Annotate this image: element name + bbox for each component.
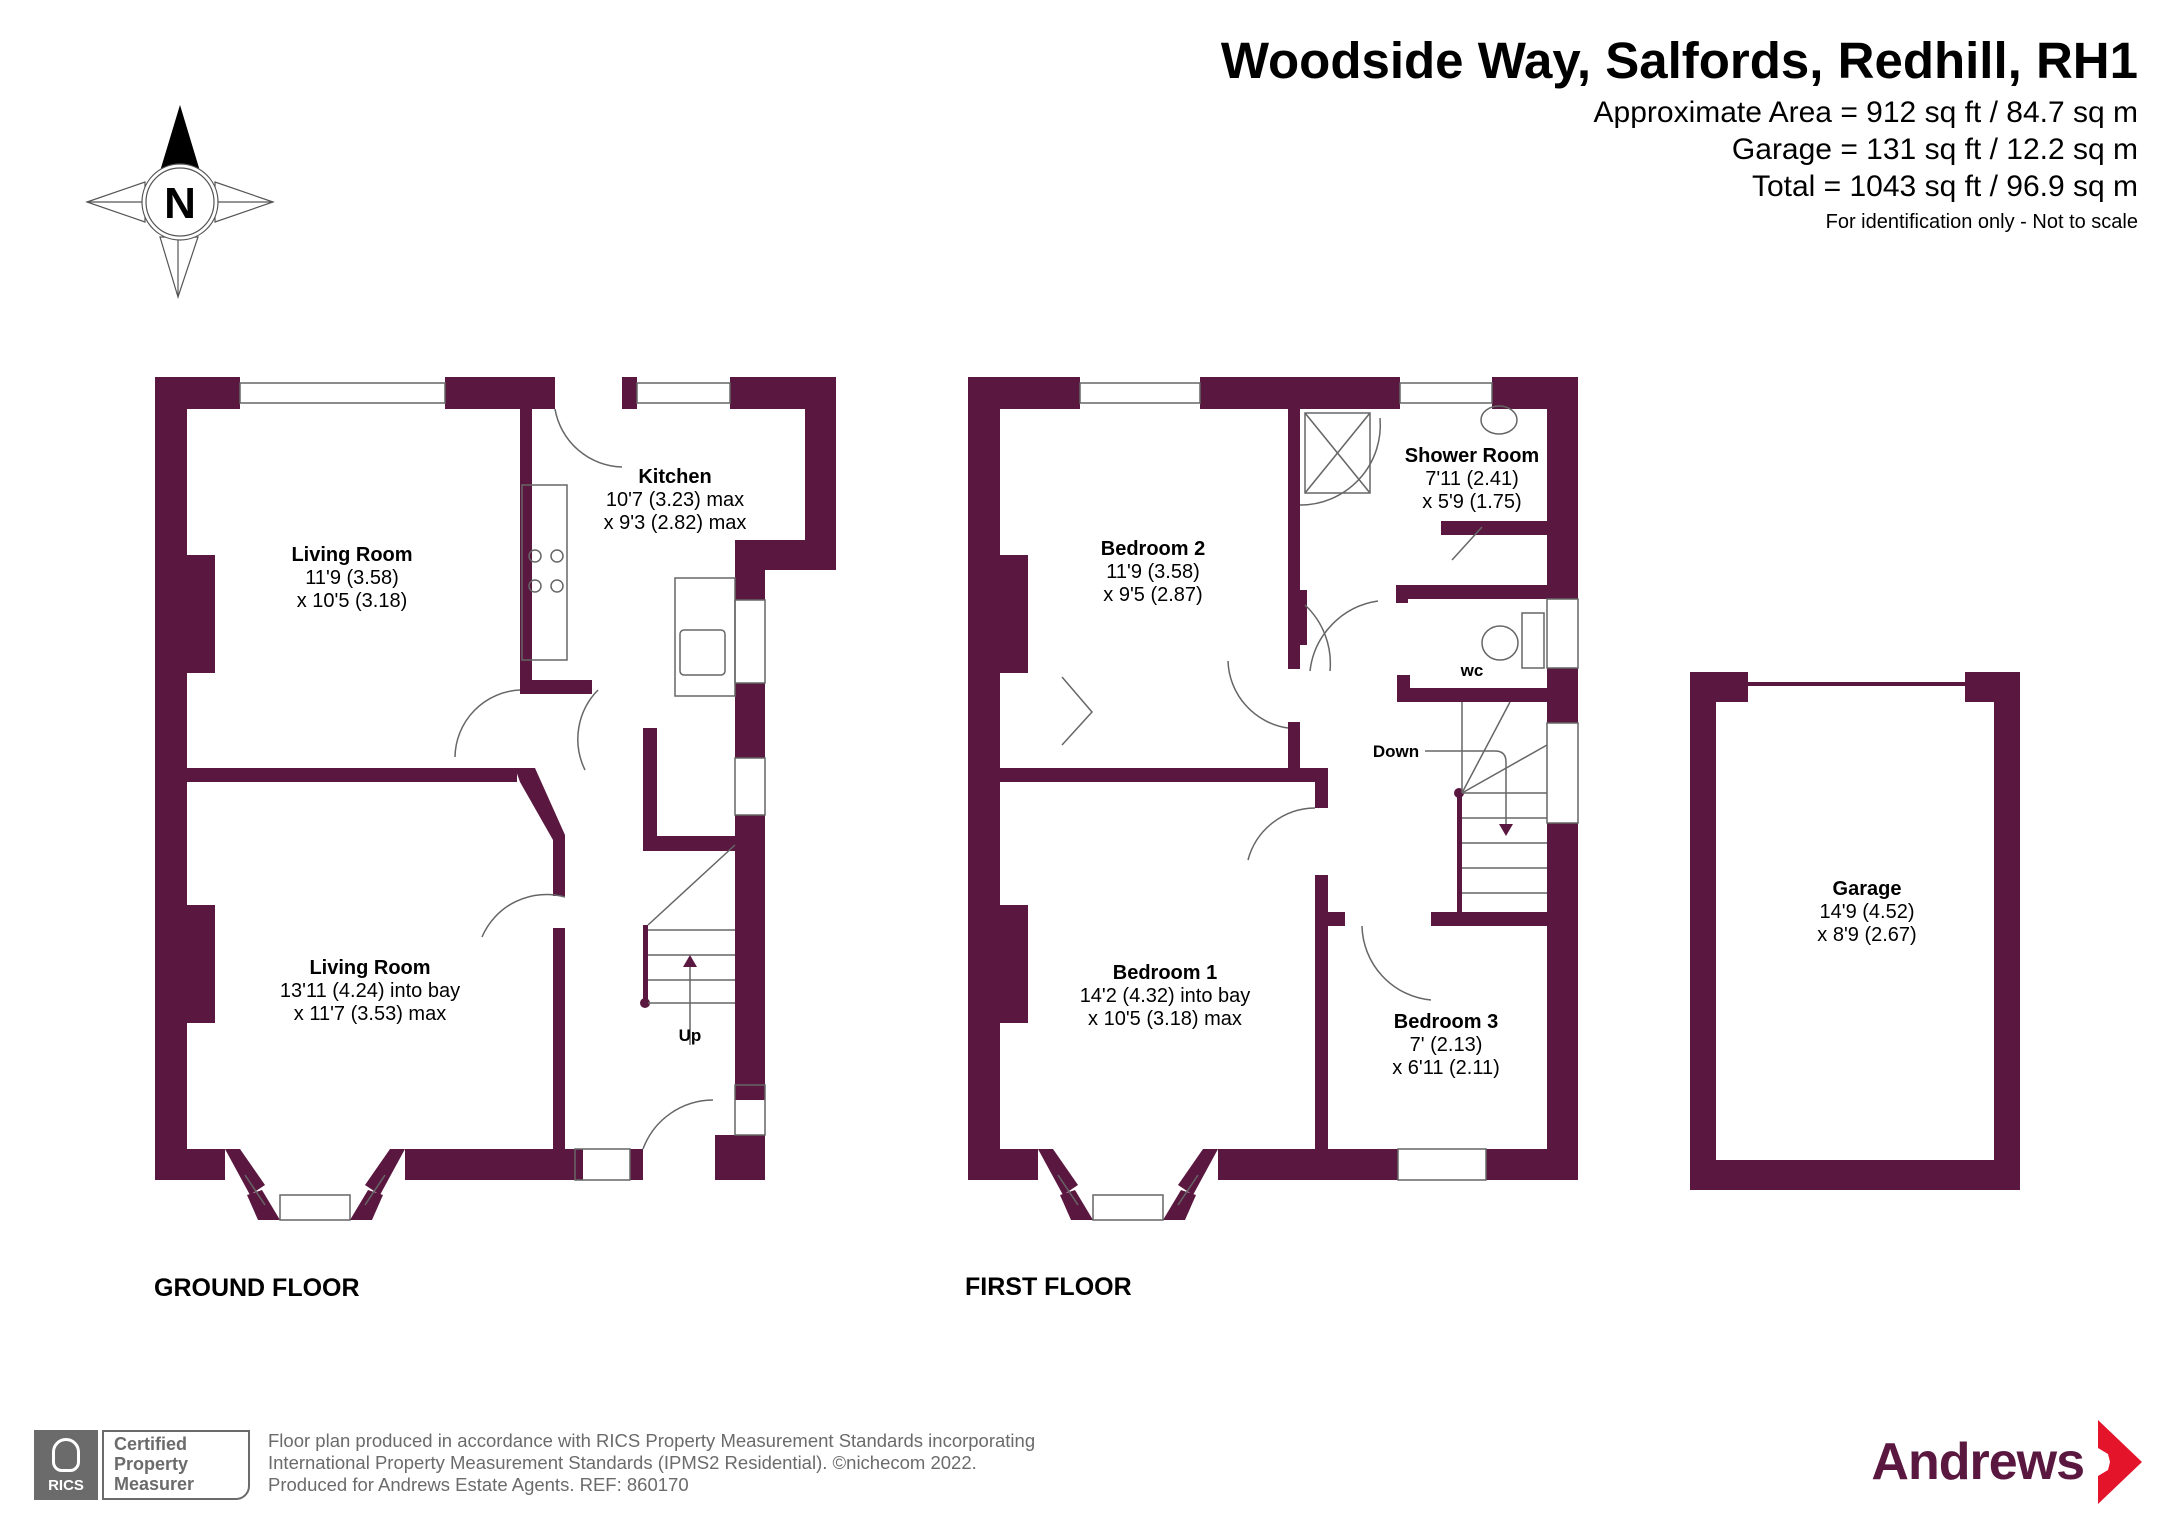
rics-lion-icon <box>52 1438 80 1472</box>
approximate-area: Approximate Area = 912 sq ft / 84.7 sq m <box>1593 96 2138 129</box>
rics-certified-badge: RICS Certified Property Measurer <box>34 1430 252 1500</box>
property-address-title: Woodside Way, Salfords, Redhill, RH1 <box>1220 32 2138 89</box>
header: Woodside Way, Salfords, Redhill, RH1 App… <box>1221 28 2138 239</box>
svg-text:13'11 (4.24) into bay: 13'11 (4.24) into bay <box>280 980 460 1002</box>
andrews-brand-logo: Andrews <box>1871 1420 2142 1504</box>
footer: RICS Certified Property Measurer Floor p… <box>34 1430 1035 1500</box>
footer-note-line: Produced for Andrews Estate Agents. REF:… <box>268 1474 689 1495</box>
svg-text:Shower Room: Shower Room <box>1405 445 1539 467</box>
svg-text:11'9 (3.58): 11'9 (3.58) <box>1106 561 1200 583</box>
svg-text:Bedroom 3: Bedroom 3 <box>1394 1011 1498 1033</box>
svg-text:x 10'5 (3.18) max: x 10'5 (3.18) max <box>1088 1008 1242 1030</box>
svg-text:Living Room: Living Room <box>309 957 430 979</box>
footer-notes: Floor plan produced in accordance with R… <box>268 1430 1035 1496</box>
svg-text:10'7 (3.23) max: 10'7 (3.23) max <box>606 489 744 511</box>
svg-text:x 5'9 (1.75): x 5'9 (1.75) <box>1422 491 1521 513</box>
svg-text:Garage: Garage <box>1833 878 1902 900</box>
svg-text:x 11'7 (3.53) max: x 11'7 (3.53) max <box>294 1003 446 1025</box>
svg-text:Kitchen: Kitchen <box>638 466 711 488</box>
svg-text:Bedroom 1: Bedroom 1 <box>1113 962 1217 984</box>
brand-name: Andrews <box>1871 1433 2085 1491</box>
svg-text:7'11 (2.41): 7'11 (2.41) <box>1425 468 1519 490</box>
svg-text:14'9 (4.52): 14'9 (4.52) <box>1820 901 1915 923</box>
ground-floor-plan <box>155 377 836 1220</box>
footer-note-line: Floor plan produced in accordance with R… <box>268 1430 1036 1451</box>
svg-text:Down: Down <box>1373 742 1419 761</box>
total-area: Total = 1043 sq ft / 96.9 sq m <box>1751 170 2138 203</box>
garage-area: Garage = 131 sq ft / 12.2 sq m <box>1731 133 2138 166</box>
svg-text:wc: wc <box>1460 661 1484 680</box>
first-floor-plan <box>968 377 1578 1220</box>
room-labels: Living Room 11'9 (3.58) x 10'5 (3.18) Ki… <box>280 445 1917 1079</box>
svg-text:Bedroom 2: Bedroom 2 <box>1101 538 1205 560</box>
svg-text:Up: Up <box>679 1026 702 1045</box>
north-compass-icon: N <box>85 104 275 299</box>
svg-text:x 8'9 (2.67): x 8'9 (2.67) <box>1817 924 1916 946</box>
garage-plan <box>1690 672 2020 1190</box>
svg-text:x 6'11 (2.11): x 6'11 (2.11) <box>1392 1057 1500 1079</box>
svg-text:x 9'5 (2.87): x 9'5 (2.87) <box>1103 584 1202 606</box>
svg-text:7' (2.13): 7' (2.13) <box>1410 1034 1483 1056</box>
first-floor-label: FIRST FLOOR <box>965 1273 1132 1301</box>
svg-text:Living Room: Living Room <box>291 544 412 566</box>
first-floor-fixtures <box>1057 382 1579 1221</box>
svg-text:x 10'5 (3.18): x 10'5 (3.18) <box>297 590 408 612</box>
ground-floor-fixtures <box>239 382 766 1221</box>
stairs-up-arrow-icon <box>683 955 697 967</box>
rics-logo: RICS <box>34 1430 98 1500</box>
svg-text:x 9'3 (2.82) max: x 9'3 (2.82) max <box>604 512 747 534</box>
svg-text:11'9 (3.58): 11'9 (3.58) <box>305 567 399 589</box>
footer-note-line: International Property Measurement Stand… <box>268 1452 977 1473</box>
brand-chevron-icon <box>2098 1420 2142 1504</box>
certified-property-measurer: Certified Property Measurer <box>102 1430 250 1500</box>
ground-floor-label: GROUND FLOOR <box>154 1274 360 1302</box>
stairs-down-arrow-icon <box>1499 824 1513 836</box>
svg-text:14'2 (4.32) into bay: 14'2 (4.32) into bay <box>1080 985 1251 1007</box>
scale-disclaimer: For identification only - Not to scale <box>1825 211 2138 233</box>
svg-text:N: N <box>164 179 196 228</box>
